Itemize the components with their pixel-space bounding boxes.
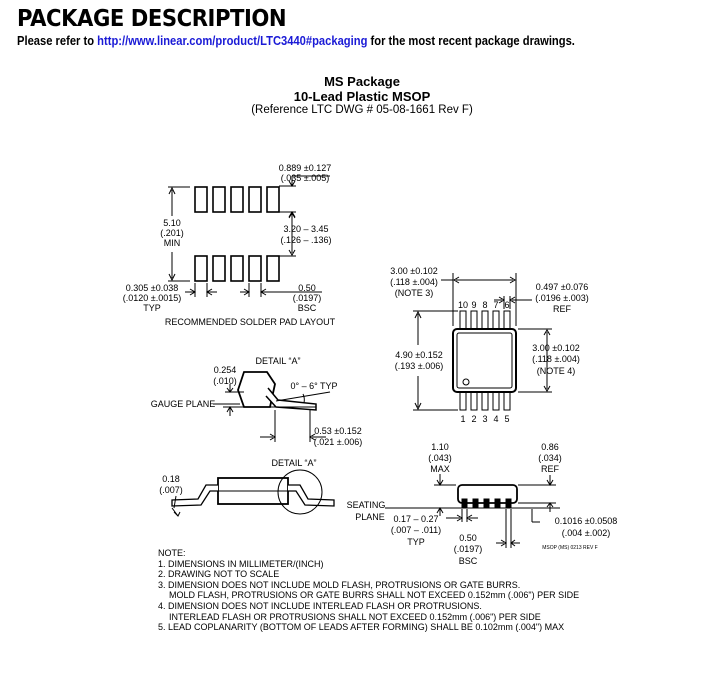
solder-pad-caption: RECOMMENDED SOLDER PAD LAYOUT xyxy=(165,317,336,327)
end-pitch-note: BSC xyxy=(459,556,478,566)
pad-span-mm: 3.20 – 3.45 xyxy=(283,224,328,234)
detail-foot-in: (.021 ±.006) xyxy=(314,437,362,447)
pin-label: 8 xyxy=(482,300,487,310)
pin-label: 1 xyxy=(460,414,465,424)
drawing-code: MSOP (MS) 0213 REV F xyxy=(542,545,597,551)
top-ref-mm: 0.497 ±0.076 xyxy=(536,282,588,292)
end-height-mm: 1.10 xyxy=(431,442,449,452)
side-view xyxy=(171,469,335,517)
pad-lead-in: (.0197) xyxy=(293,293,322,303)
solder-pad-layout xyxy=(168,175,330,297)
note-5: 5. LEAD COPLANARITY (BOTTOM OF LEADS AFT… xyxy=(158,622,565,633)
pin-label: 6 xyxy=(504,300,509,310)
top-ref-in: (.0196 ±.003) xyxy=(535,293,588,303)
end-stand-mm: 0.1016 ±0.0508 xyxy=(555,516,618,526)
end-ref-in: (.034) xyxy=(538,453,562,463)
end-lead-mm: 0.17 – 0.27 xyxy=(393,514,438,524)
pin-label: 7 xyxy=(493,300,498,310)
gauge-plane-label: GAUGE PLANE xyxy=(151,399,216,409)
detail-foot-mm: 0.53 ±0.152 xyxy=(314,426,361,436)
top-view xyxy=(413,273,552,411)
end-ref-mm: 0.86 xyxy=(541,442,559,452)
package-name: MS Package xyxy=(324,74,400,89)
end-height-note: MAX xyxy=(430,464,450,474)
side-thick-mm: 0.18 xyxy=(162,474,180,484)
reference-prefix: Please refer to xyxy=(17,33,98,48)
detail-gauge-mm: 0.254 xyxy=(214,365,237,375)
package-link[interactable]: http://www.linear.com/product/LTC3440#pa… xyxy=(97,33,368,48)
pad-lead-mm: 0.50 xyxy=(298,283,316,293)
pad-width-in: (.0120 ±.0015) xyxy=(123,293,181,303)
seating-label: SEATING xyxy=(347,500,386,510)
pad-span-in: (.126 – .136) xyxy=(280,235,331,245)
top-ref-note: REF xyxy=(553,304,572,314)
end-height-in: (.043) xyxy=(428,453,452,463)
detail-a xyxy=(213,371,331,442)
reference-suffix: for the most recent package drawings. xyxy=(367,33,575,48)
section-title: PACKAGE DESCRIPTION xyxy=(17,6,287,32)
pad-height-note: MIN xyxy=(164,238,181,248)
pad-lead-note: BSC xyxy=(298,303,317,313)
pad-height-in: (.201) xyxy=(160,228,184,238)
pad-pitch-mm: 0.889 ±0.127 xyxy=(279,163,331,173)
note-3: 3. DIMENSION DOES NOT INCLUDE MOLD FLASH… xyxy=(158,579,521,590)
top-width-note: (NOTE 3) xyxy=(395,288,434,298)
side-thick-in: (.007) xyxy=(159,485,183,495)
top-body-mm: 3.00 ±0.102 xyxy=(532,343,579,353)
pad-height-mm: 5.10 xyxy=(163,218,181,228)
end-view xyxy=(385,474,560,548)
pin-label: 2 xyxy=(471,414,476,424)
package-subtitle: 10-Lead Plastic MSOP xyxy=(293,89,431,104)
top-width-mm: 3.00 ±0.102 xyxy=(390,266,437,276)
detail-angle: 0° – 6° TYP xyxy=(290,381,337,391)
pad-width-note: TYP xyxy=(143,303,161,313)
top-body-in: (.118 ±.004) xyxy=(532,354,580,364)
pin-label: 9 xyxy=(471,300,476,310)
package-reference: (Reference LTC DWG # 05-08-1661 Rev F) xyxy=(251,104,473,116)
end-lead-note: TYP xyxy=(407,537,425,547)
pin-label: 3 xyxy=(482,414,487,424)
top-overall-in: (.193 ±.006) xyxy=(395,361,443,371)
detail-a-label: DETAIL “A” xyxy=(255,356,300,366)
note-1: 1. DIMENSIONS IN MILLIMETER/(INCH) xyxy=(158,558,324,569)
end-stand-in: (.004 ±.002) xyxy=(562,528,610,538)
end-pitch-in: (.0197) xyxy=(454,544,483,554)
pad-width-mm: 0.305 ±0.038 xyxy=(126,283,178,293)
note-4: 4. DIMENSION DOES NOT INCLUDE INTERLEAD … xyxy=(158,600,482,611)
reference-line: Please refer to http://www.linear.com/pr… xyxy=(17,33,575,48)
end-ref-note: REF xyxy=(541,464,560,474)
end-lead-in: (.007 – .011) xyxy=(391,525,441,535)
pad-pitch-in: (.035 ±.005) xyxy=(281,173,329,183)
notes: NOTE: 1. DIMENSIONS IN MILLIMETER/(INCH)… xyxy=(158,548,579,633)
pin-label: 4 xyxy=(493,414,498,424)
notes-heading: NOTE: xyxy=(158,548,186,558)
note-3-cont: MOLD FLASH, PROTRUSIONS OR GATE BURRS SH… xyxy=(169,590,580,601)
note-2: 2. DRAWING NOT TO SCALE xyxy=(158,569,280,580)
side-detail-label: DETAIL “A” xyxy=(271,458,316,468)
note-4-cont: INTERLEAD FLASH OR PROTRUSIONS SHALL NOT… xyxy=(169,611,541,622)
top-width-in: (.118 ±.004) xyxy=(390,277,438,287)
detail-gauge-in: (.010) xyxy=(213,376,237,386)
pin-label: 10 xyxy=(458,300,468,310)
end-pitch-mm: 0.50 xyxy=(459,533,477,543)
plane-label: PLANE xyxy=(355,512,385,522)
top-overall-mm: 4.90 ±0.152 xyxy=(395,350,442,360)
pin-label: 5 xyxy=(504,414,509,424)
top-body-note: (NOTE 4) xyxy=(537,366,576,376)
